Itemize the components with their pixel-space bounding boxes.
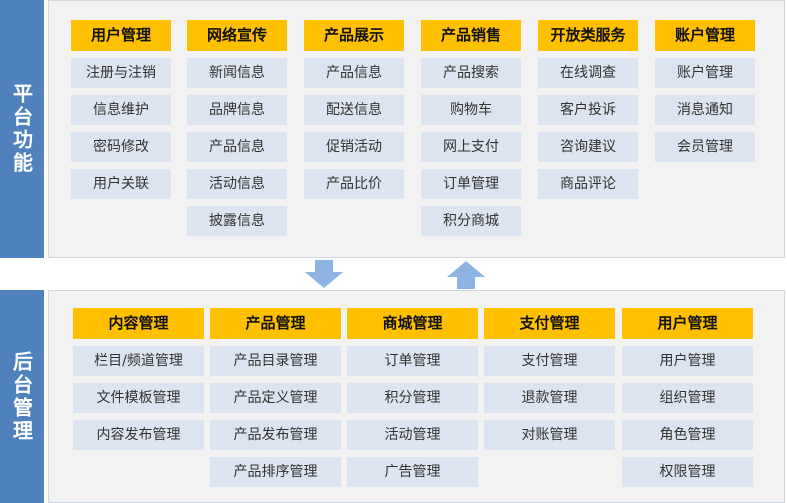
column-header: 开放类服务	[538, 20, 638, 51]
module-item: 商品评论	[538, 169, 638, 199]
column-header: 产品展示	[304, 20, 404, 51]
column-header: 商城管理	[347, 308, 478, 339]
column-payment-management: 支付管理 支付管理 退款管理 对账管理	[484, 308, 615, 450]
column-product-management: 产品管理 产品目录管理 产品定义管理 产品发布管理 产品排序管理	[210, 308, 341, 487]
module-item: 产品发布管理	[210, 420, 341, 450]
module-item: 内容发布管理	[73, 420, 204, 450]
module-item: 活动管理	[347, 420, 478, 450]
module-item: 品牌信息	[187, 95, 287, 125]
module-item: 文件模板管理	[73, 383, 204, 413]
column-header: 产品管理	[210, 308, 341, 339]
module-item: 权限管理	[622, 457, 753, 487]
module-item: 活动信息	[187, 169, 287, 199]
column-header: 用户管理	[71, 20, 171, 51]
module-item: 注册与注销	[71, 58, 171, 88]
module-item: 账户管理	[655, 58, 755, 88]
column-account-management: 账户管理 账户管理 消息通知 会员管理	[655, 20, 755, 162]
column-header: 产品销售	[421, 20, 521, 51]
module-item: 密码修改	[71, 132, 171, 162]
module-item: 角色管理	[622, 420, 753, 450]
module-item: 产品比价	[304, 169, 404, 199]
backend-management-panel: 内容管理 栏目/频道管理 文件模板管理 内容发布管理 产品管理 产品目录管理 产…	[48, 290, 785, 503]
module-item: 订单管理	[347, 346, 478, 376]
module-item: 咨询建议	[538, 132, 638, 162]
backend-management-section: 后台管理 内容管理 栏目/频道管理 文件模板管理 内容发布管理 产品管理 产品目…	[0, 290, 787, 503]
arrow-down-icon	[305, 260, 343, 288]
module-item: 对账管理	[484, 420, 615, 450]
arrow-up-icon	[447, 261, 485, 289]
module-item: 消息通知	[655, 95, 755, 125]
column-product-display: 产品展示 产品信息 配送信息 促销活动 产品比价	[304, 20, 404, 199]
module-item: 订单管理	[421, 169, 521, 199]
module-item: 广告管理	[347, 457, 478, 487]
module-item: 用户管理	[622, 346, 753, 376]
module-item: 在线调查	[538, 58, 638, 88]
column-user-management-backend: 用户管理 用户管理 组织管理 角色管理 权限管理	[622, 308, 753, 487]
column-online-promotion: 网络宣传 新闻信息 品牌信息 产品信息 活动信息 披露信息	[187, 20, 287, 236]
module-item: 产品定义管理	[210, 383, 341, 413]
module-item: 披露信息	[187, 206, 287, 236]
module-item: 产品排序管理	[210, 457, 341, 487]
module-item: 组织管理	[622, 383, 753, 413]
column-mall-management: 商城管理 订单管理 积分管理 活动管理 广告管理	[347, 308, 478, 487]
backend-management-label: 后台管理	[0, 290, 44, 503]
module-item: 促销活动	[304, 132, 404, 162]
module-item: 购物车	[421, 95, 521, 125]
column-content-management: 内容管理 栏目/频道管理 文件模板管理 内容发布管理	[73, 308, 204, 450]
module-item: 产品信息	[187, 132, 287, 162]
module-item: 用户关联	[71, 169, 171, 199]
column-header: 账户管理	[655, 20, 755, 51]
module-item: 退款管理	[484, 383, 615, 413]
module-item: 配送信息	[304, 95, 404, 125]
column-header: 支付管理	[484, 308, 615, 339]
column-open-services: 开放类服务 在线调查 客户投诉 咨询建议 商品评论	[538, 20, 638, 199]
column-user-management: 用户管理 注册与注销 信息维护 密码修改 用户关联	[71, 20, 171, 199]
module-item: 产品信息	[304, 58, 404, 88]
module-item: 信息维护	[71, 95, 171, 125]
module-item: 网上支付	[421, 132, 521, 162]
module-item: 支付管理	[484, 346, 615, 376]
column-header: 用户管理	[622, 308, 753, 339]
platform-functions-section: 平台功能 用户管理 注册与注销 信息维护 密码修改 用户关联 网络宣传 新闻信息…	[0, 0, 785, 258]
module-item: 会员管理	[655, 132, 755, 162]
module-item: 积分管理	[347, 383, 478, 413]
module-item: 新闻信息	[187, 58, 287, 88]
column-product-sales: 产品销售 产品搜索 购物车 网上支付 订单管理 积分商城	[421, 20, 521, 236]
module-item: 产品目录管理	[210, 346, 341, 376]
module-item: 栏目/频道管理	[73, 346, 204, 376]
column-header: 网络宣传	[187, 20, 287, 51]
platform-functions-label: 平台功能	[0, 0, 44, 258]
module-item: 产品搜索	[421, 58, 521, 88]
column-header: 内容管理	[73, 308, 204, 339]
platform-functions-panel: 用户管理 注册与注销 信息维护 密码修改 用户关联 网络宣传 新闻信息 品牌信息…	[48, 0, 785, 258]
module-item: 客户投诉	[538, 95, 638, 125]
module-item: 积分商城	[421, 206, 521, 236]
